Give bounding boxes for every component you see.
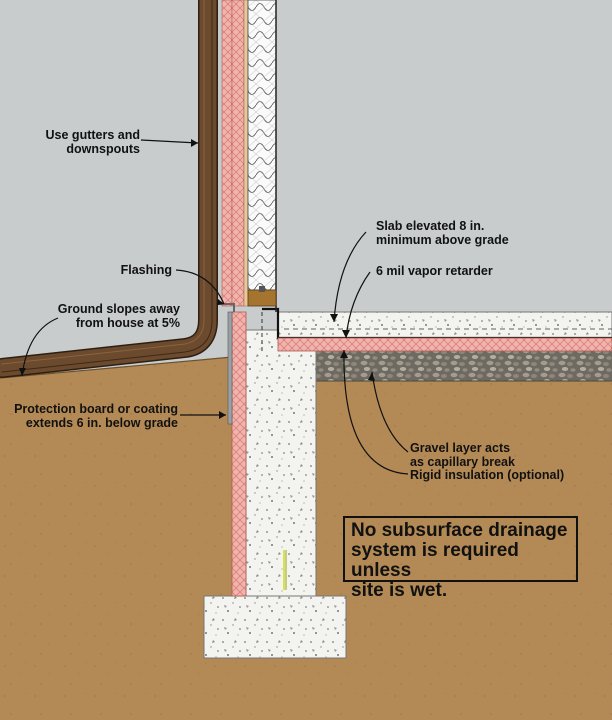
slab-insulation — [277, 337, 612, 352]
gravel-layer — [316, 351, 612, 381]
foundation-wall — [245, 329, 317, 597]
vapor-retarder-label: 6 mil vapor retarder — [376, 264, 493, 278]
sill-plate — [247, 289, 277, 307]
slab-elevated-label: Slab elevated 8 in.minimum above grade — [376, 219, 509, 247]
downspout — [0, 0, 218, 378]
flashing-label: Flashing — [120, 263, 172, 277]
slab — [277, 311, 612, 339]
batt-insulation — [247, 0, 277, 291]
protection-board — [227, 311, 233, 425]
rigid-insulation-label: Rigid insulation (optional) — [410, 468, 565, 482]
exterior-foam — [221, 0, 233, 307]
wall-insulation — [231, 311, 247, 597]
grade-soil-left — [0, 357, 232, 720]
leader-lines — [21, 139, 409, 475]
footing — [203, 595, 347, 659]
